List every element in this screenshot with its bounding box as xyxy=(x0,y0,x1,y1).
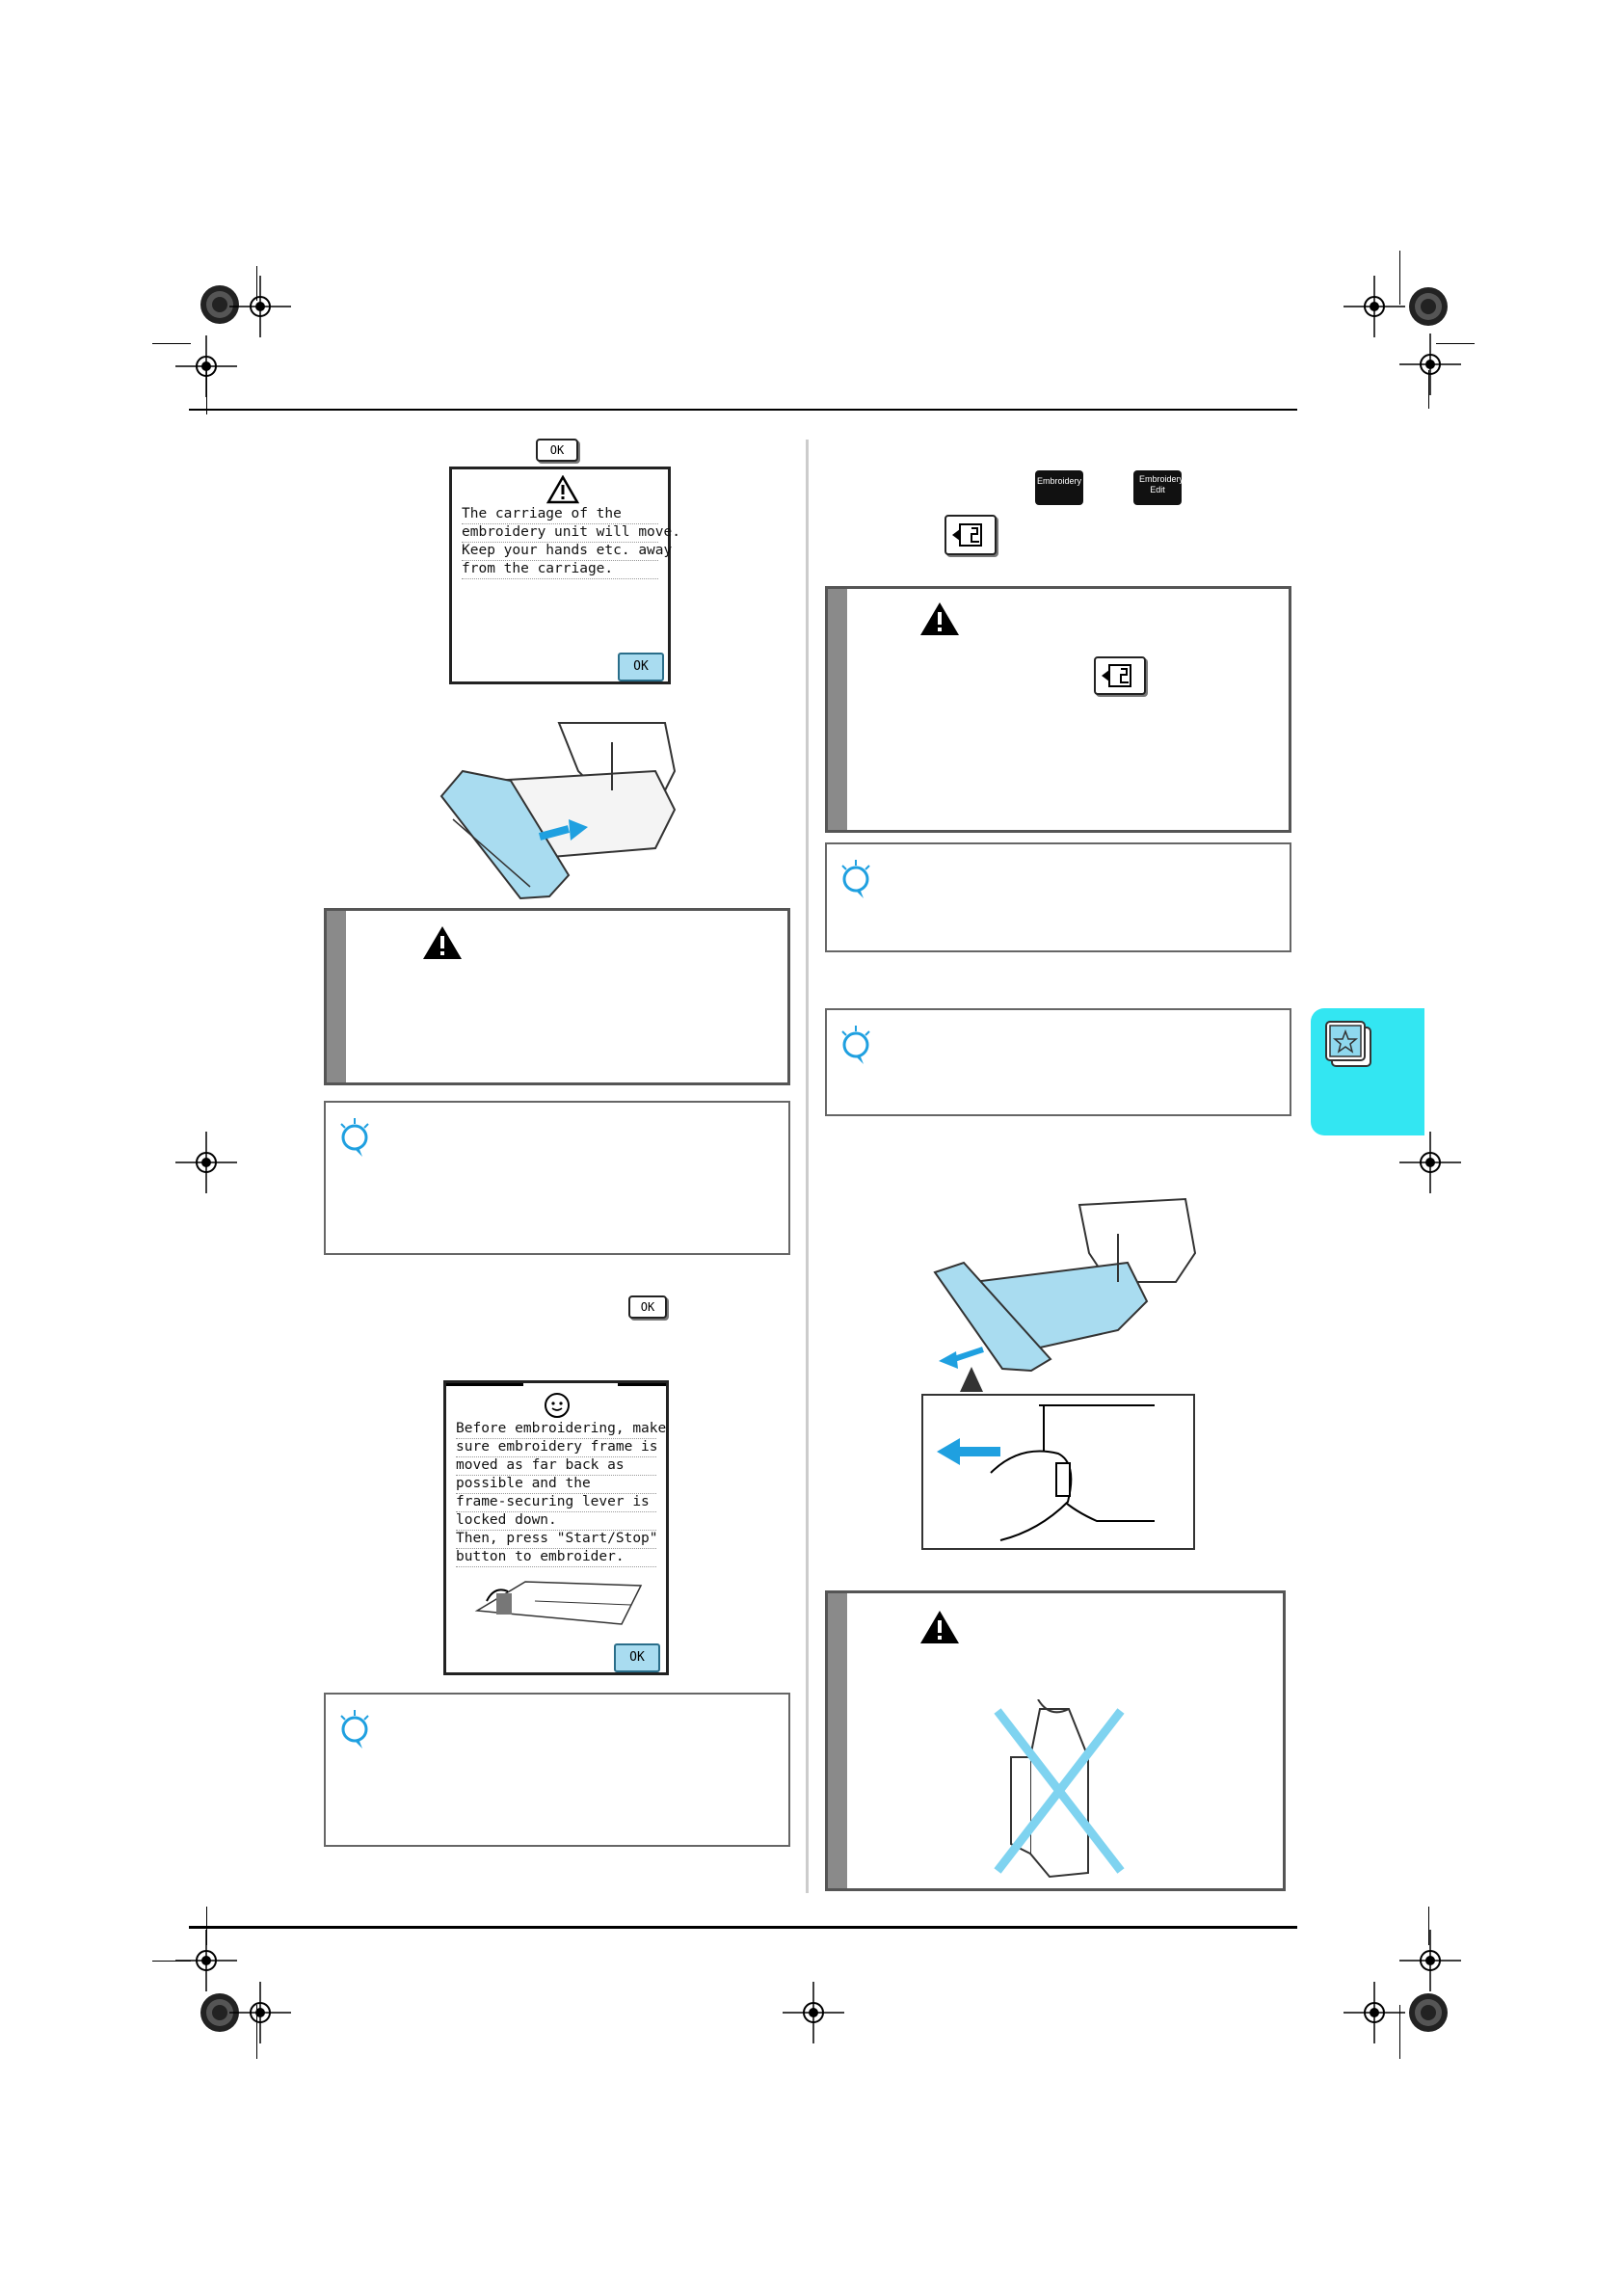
lcd-text-line: embroidery unit will move. xyxy=(462,523,680,543)
note-box xyxy=(324,1101,790,1255)
lcd-text-line: sure embroidery frame is xyxy=(456,1438,658,1457)
registration-target-icon xyxy=(1409,287,1448,326)
lcd-warning-screen: The carriage of the embroidery unit will… xyxy=(449,467,680,684)
lcd-text-line: moved as far back as xyxy=(456,1456,656,1476)
crosshair-icon xyxy=(1399,1132,1461,1193)
carriage-move-button[interactable] xyxy=(1094,656,1146,695)
ok-button-inline[interactable]: OK xyxy=(628,1295,667,1319)
note-bubble-icon xyxy=(340,1118,369,1157)
lcd-text-line: button to embroider. xyxy=(456,1548,656,1567)
crosshair-icon xyxy=(1399,1930,1461,1991)
note-box xyxy=(324,1693,790,1847)
caution-bar xyxy=(828,1593,847,1888)
lcd-text-line: Before embroidering, make xyxy=(456,1420,666,1439)
registration-target-icon xyxy=(200,1993,239,2032)
lcd-text-line: from the carriage. xyxy=(462,560,658,579)
carriage-move-icon xyxy=(1102,664,1131,687)
crosshair-icon xyxy=(1344,1982,1405,2043)
embroidery-edit-key-button[interactable]: Embroidery Edit xyxy=(1133,470,1184,505)
chapter-tab xyxy=(1311,1008,1424,1135)
caution-bar xyxy=(828,589,847,830)
header-rule xyxy=(189,409,1297,411)
note-box xyxy=(825,842,1291,952)
smiley-face-icon xyxy=(545,1393,570,1418)
hand-lever-illustration xyxy=(937,1404,1155,1541)
warning-triangle-icon xyxy=(423,926,462,959)
caution-box xyxy=(825,586,1291,833)
note-bubble-icon xyxy=(841,860,870,898)
inset-pointer xyxy=(960,1367,983,1392)
registration-target-icon xyxy=(200,285,239,324)
lcd-ok-button[interactable]: OK xyxy=(614,1643,660,1672)
crosshair-icon xyxy=(229,1982,291,2043)
lcd-ok-button[interactable]: OK xyxy=(618,653,664,681)
embroidery-key-label: Embroidery xyxy=(1036,476,1081,486)
embroidery-chapter-icon xyxy=(1325,1021,1371,1067)
caution-box xyxy=(324,908,790,1085)
column-divider xyxy=(806,440,809,1893)
embroidery-key-button[interactable]: Embroidery xyxy=(1035,470,1083,505)
lcd-confirm-screen: Before embroidering, make sure embroider… xyxy=(443,1380,669,1675)
remove-unit-illustration xyxy=(933,1197,1197,1373)
warning-triangle-icon xyxy=(920,602,959,635)
crosshair-icon xyxy=(1344,276,1405,337)
crosshair-icon xyxy=(175,1132,237,1193)
note-bubble-icon xyxy=(340,1710,369,1749)
lcd-text-line: locked down. xyxy=(456,1511,656,1531)
lcd-text-line: The carriage of the xyxy=(462,505,658,524)
do-not-carry-illustration xyxy=(994,1699,1125,1879)
embroidery-edit-key-label: Embroidery Edit xyxy=(1139,474,1184,494)
frame-lever-illustration xyxy=(474,1581,643,1625)
note-box xyxy=(825,1008,1291,1116)
warning-triangle-icon xyxy=(920,1611,959,1643)
crosshair-icon xyxy=(229,276,291,337)
crosshair-icon xyxy=(1399,334,1461,395)
footer-rule xyxy=(189,1926,1297,1929)
lcd-text-line: frame-securing lever is xyxy=(456,1493,656,1512)
caution-box xyxy=(825,1590,1286,1891)
lcd-text-line: Then, press "Start/Stop" xyxy=(456,1530,658,1549)
detail-inset xyxy=(921,1394,1195,1550)
carriage-move-icon xyxy=(952,523,982,547)
note-bubble-icon xyxy=(841,1026,870,1064)
embroidery-unit-illustration xyxy=(439,722,677,900)
warning-triangle-icon xyxy=(546,475,579,504)
lcd-text-line: possible and the xyxy=(456,1475,656,1494)
crosshair-icon xyxy=(783,1982,844,2043)
registration-target-icon xyxy=(1409,1993,1448,2032)
lcd-text-line: Keep your hands etc. away xyxy=(462,542,672,561)
caution-bar xyxy=(327,911,346,1082)
ok-button-inline[interactable]: OK xyxy=(536,439,578,462)
carriage-move-button[interactable] xyxy=(945,515,997,555)
